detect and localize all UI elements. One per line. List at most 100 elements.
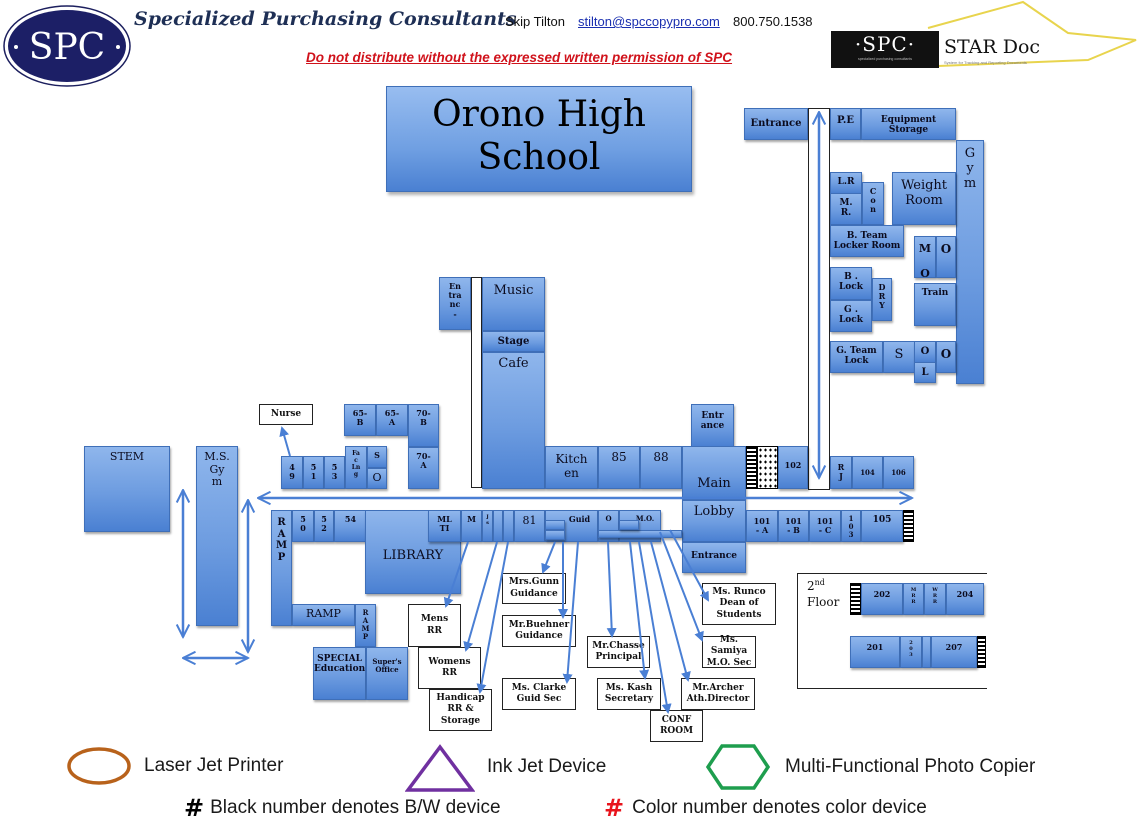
room-js[interactable]: J s <box>482 510 493 542</box>
room-stem[interactable]: STEM <box>84 446 170 532</box>
room-b-team-locker[interactable]: B. Team Locker Room <box>830 225 904 257</box>
contact-name: Skip Tilton <box>505 14 565 29</box>
room-ramp-horiz[interactable]: RAMP <box>292 604 355 626</box>
room-hall-b[interactable] <box>503 510 514 542</box>
room-rj[interactable]: R J <box>830 456 852 489</box>
room-mo-gym[interactable]: M O <box>914 236 936 278</box>
room-54[interactable]: 54 <box>334 510 367 542</box>
room-l-small[interactable]: L <box>914 362 936 383</box>
room-104[interactable]: 104 <box>852 456 883 489</box>
stairs-east-upper <box>746 446 757 489</box>
room-202[interactable]: 202 <box>861 583 903 615</box>
room-o-fac[interactable]: O <box>367 468 387 489</box>
hash-icon-red: # <box>604 794 625 822</box>
room-81[interactable]: 81 <box>514 510 545 542</box>
room-stage[interactable]: Stage <box>482 331 545 352</box>
room-2f-wrr[interactable]: W R R <box>924 583 946 615</box>
callout-womens-rr[interactable]: Womens RR <box>418 647 481 689</box>
room-entrance-music[interactable]: En tra nc - <box>439 277 471 330</box>
room-hall-a[interactable] <box>493 510 503 542</box>
room-ramp-small[interactable]: R A M P <box>355 604 376 647</box>
room-main-lobby-bottom[interactable]: Lobby <box>682 500 746 542</box>
room-50[interactable]: 5 0 <box>292 510 314 542</box>
room-65a[interactable]: 65- A <box>376 404 408 436</box>
room-70a[interactable]: 70- A <box>408 447 439 489</box>
callout-ms-kash[interactable]: Ms. Kash Secretary <box>597 678 661 710</box>
room-dry[interactable]: D R Y <box>872 278 892 321</box>
room-85[interactable]: 85 <box>598 446 640 489</box>
room-g-team-lock[interactable]: G. Team Lock <box>830 341 883 373</box>
room-s-gym[interactable]: S <box>883 341 915 373</box>
room-101b[interactable]: 101 - B <box>778 510 809 542</box>
callout-mens-rr[interactable]: Mens RR <box>408 604 461 647</box>
room-supers-office[interactable]: Super's Office <box>366 647 408 700</box>
circle-icon <box>67 747 131 785</box>
callout-nurse[interactable]: Nurse <box>259 404 313 425</box>
room-53[interactable]: 5 3 <box>324 456 345 489</box>
room-cafe[interactable]: Cafe <box>482 352 545 489</box>
callout-mr-chasse[interactable]: Mr.Chasse Principal <box>587 636 650 668</box>
room-kitchen[interactable]: Kitch en <box>545 446 598 489</box>
room-lr[interactable]: L.R <box>830 172 862 194</box>
school-title: Orono High School <box>386 86 692 192</box>
spc-logo-icon: SPC <box>3 5 131 87</box>
room-music[interactable]: Music <box>482 277 545 331</box>
room-b-lock[interactable]: B . Lock <box>830 267 872 300</box>
room-m[interactable]: M <box>461 510 482 542</box>
stairs-2f-lower <box>977 636 986 668</box>
star-doc-spc-subtext: specialized purchasing consultants <box>857 57 913 61</box>
callout-mr-archer[interactable]: Mr.Archer Ath.Director <box>681 678 755 710</box>
callout-handicap-rr[interactable]: Handicap RR & Storage <box>429 689 492 731</box>
room-70b[interactable]: 70- B <box>408 404 439 447</box>
room-2f-hall[interactable] <box>922 636 931 668</box>
room-mr[interactable]: M. R. <box>830 193 862 225</box>
room-train[interactable]: Train <box>914 283 956 326</box>
room-207[interactable]: 207 <box>931 636 977 668</box>
room-guid-sub-2[interactable] <box>545 530 565 540</box>
room-mlti[interactable]: ML TI <box>428 510 461 542</box>
room-gym[interactable]: G y m <box>956 140 984 384</box>
room-entrance-ne[interactable]: Entrance <box>744 108 808 140</box>
callout-mrs-gunn[interactable]: Mrs.Gunn Guidance <box>502 573 566 604</box>
room-52[interactable]: 5 2 <box>314 510 334 542</box>
room-fac-lng[interactable]: Fa c Ln g <box>345 446 367 489</box>
room-105[interactable]: 105 <box>861 510 903 542</box>
room-equipment-storage[interactable]: Equipment Storage <box>861 108 956 140</box>
room-special-ed[interactable]: SPECIAL Education <box>313 647 366 700</box>
room-entrance-mid[interactable]: Entr ance <box>691 404 734 447</box>
room-2f-mrr[interactable]: M R R <box>903 583 924 615</box>
contact-email-link[interactable]: stilton@spccopypro.com <box>578 14 720 29</box>
room-mo-sub-1[interactable] <box>598 530 682 538</box>
room-201[interactable]: 201 <box>850 636 900 668</box>
room-65b[interactable]: 65- B <box>344 404 376 436</box>
callout-ms-clarke[interactable]: Ms. Clarke Guid Sec <box>502 678 576 710</box>
room-main-lobby-top[interactable]: Main <box>682 446 746 500</box>
room-49[interactable]: 4 9 <box>281 456 303 489</box>
room-204[interactable]: 204 <box>946 583 984 615</box>
room-mo-sub-2[interactable] <box>619 520 639 530</box>
room-101c[interactable]: 101 - C <box>809 510 841 542</box>
room-88[interactable]: 88 <box>640 446 682 489</box>
room-s-fac[interactable]: S <box>367 446 387 468</box>
room-o-upper[interactable]: O <box>936 236 956 278</box>
room-o-small[interactable]: O <box>914 341 936 363</box>
room-ramp-vert[interactable]: R A M P <box>271 510 292 626</box>
room-o-lower[interactable]: O <box>936 341 956 373</box>
room-g-lock[interactable]: G . Lock <box>830 300 872 332</box>
room-pe[interactable]: P.E <box>830 108 861 140</box>
room-102[interactable]: 102 <box>778 446 808 489</box>
callout-ms-samiya[interactable]: Ms. Samiya M.O. Sec <box>702 635 756 668</box>
callout-ms-runco[interactable]: Ms. Runco Dean of Students <box>702 583 776 625</box>
room-103[interactable]: 1 0 3 <box>841 510 861 542</box>
room-ms-gym[interactable]: M.S. Gy m <box>196 446 238 626</box>
room-203[interactable]: 2 0 3 <box>900 636 922 668</box>
callout-mr-buehner[interactable]: Mr.Buehner Guidance <box>502 615 576 647</box>
room-51[interactable]: 5 1 <box>303 456 324 489</box>
room-con[interactable]: C o n <box>862 182 884 225</box>
callout-conf-room[interactable]: CONF ROOM <box>650 710 703 742</box>
room-guid-sub-1[interactable] <box>545 520 565 530</box>
room-entrance-lobby[interactable]: Entrance <box>682 542 746 573</box>
room-106[interactable]: 106 <box>883 456 914 489</box>
room-weight-room[interactable]: Weight Room <box>892 172 956 225</box>
room-101a[interactable]: 101 - A <box>746 510 778 542</box>
